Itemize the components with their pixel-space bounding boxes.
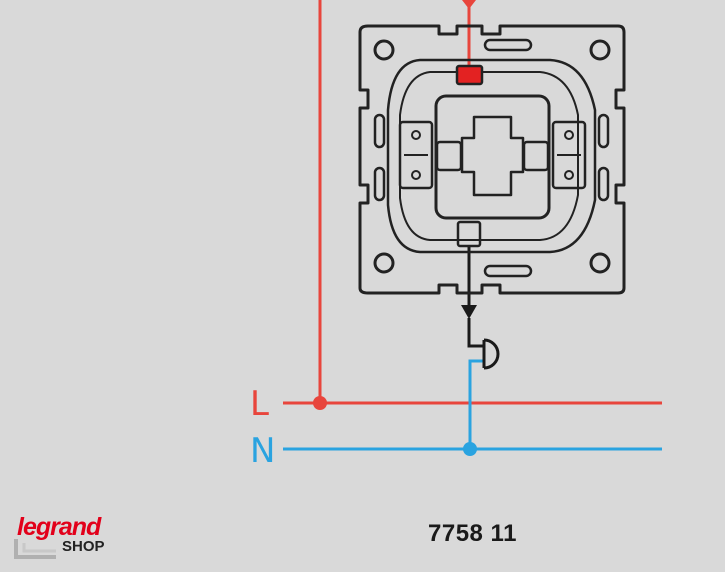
logo-brand-text: legrand — [17, 513, 101, 541]
lamp-symbol-icon — [482, 338, 500, 370]
switched-wire — [467, 246, 484, 348]
switched-arrow-icon — [461, 305, 477, 319]
logo-shop-text: SHOP — [62, 538, 105, 555]
live-arrow-icon — [462, 0, 476, 9]
neutral-label: N — [250, 431, 276, 471]
neutral-wire — [283, 359, 662, 451]
live-wire — [283, 0, 662, 405]
legrand-shop-logo: legrand SHOP — [14, 513, 129, 561]
live-label: L — [250, 384, 269, 424]
logo-bracket-icon — [14, 539, 56, 559]
live-junction-dot — [313, 396, 327, 410]
live-terminal — [455, 64, 484, 86]
neutral-junction-dot — [463, 442, 477, 456]
part-number: 7758 11 — [428, 520, 517, 547]
switch-mechanism-icon — [358, 24, 626, 295]
